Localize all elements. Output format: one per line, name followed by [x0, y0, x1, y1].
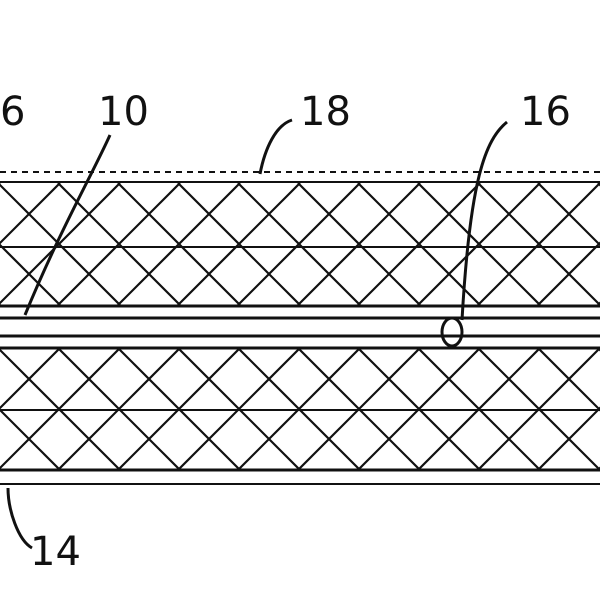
lower-hatch-back: [0, 348, 61, 410]
leader-10: [23, 134, 112, 316]
upper-hatch-back: [0, 183, 121, 305]
lower-hatch-forward: [0, 408, 61, 470]
upper-hatch-back: [537, 241, 600, 305]
upper-hatch-back: [0, 183, 61, 245]
element-16-circle: [440, 316, 464, 348]
upper-hatch-back: [57, 183, 181, 305]
leader-16: [460, 120, 508, 321]
label-6: 6: [0, 89, 25, 135]
leader-14: [6, 487, 33, 550]
upper-hatch-forward: [537, 183, 600, 247]
label-10: 10: [98, 89, 149, 135]
upper-mesh-layer: [0, 183, 600, 305]
label-14: 14: [30, 529, 81, 575]
label-16: 16: [520, 89, 571, 135]
leader-18: [258, 118, 293, 175]
label-18: 18: [300, 89, 351, 135]
upper-hatch-back: [177, 183, 301, 305]
upper-hatch-forward: [0, 243, 61, 305]
upper-hatch-back: [417, 183, 541, 305]
upper-hatch-back: [237, 183, 361, 305]
upper-hatch-back: [357, 183, 481, 305]
upper-hatch-back: [477, 183, 600, 305]
upper-hatch-back: [297, 183, 421, 305]
upper-hatch-back: [117, 183, 241, 305]
